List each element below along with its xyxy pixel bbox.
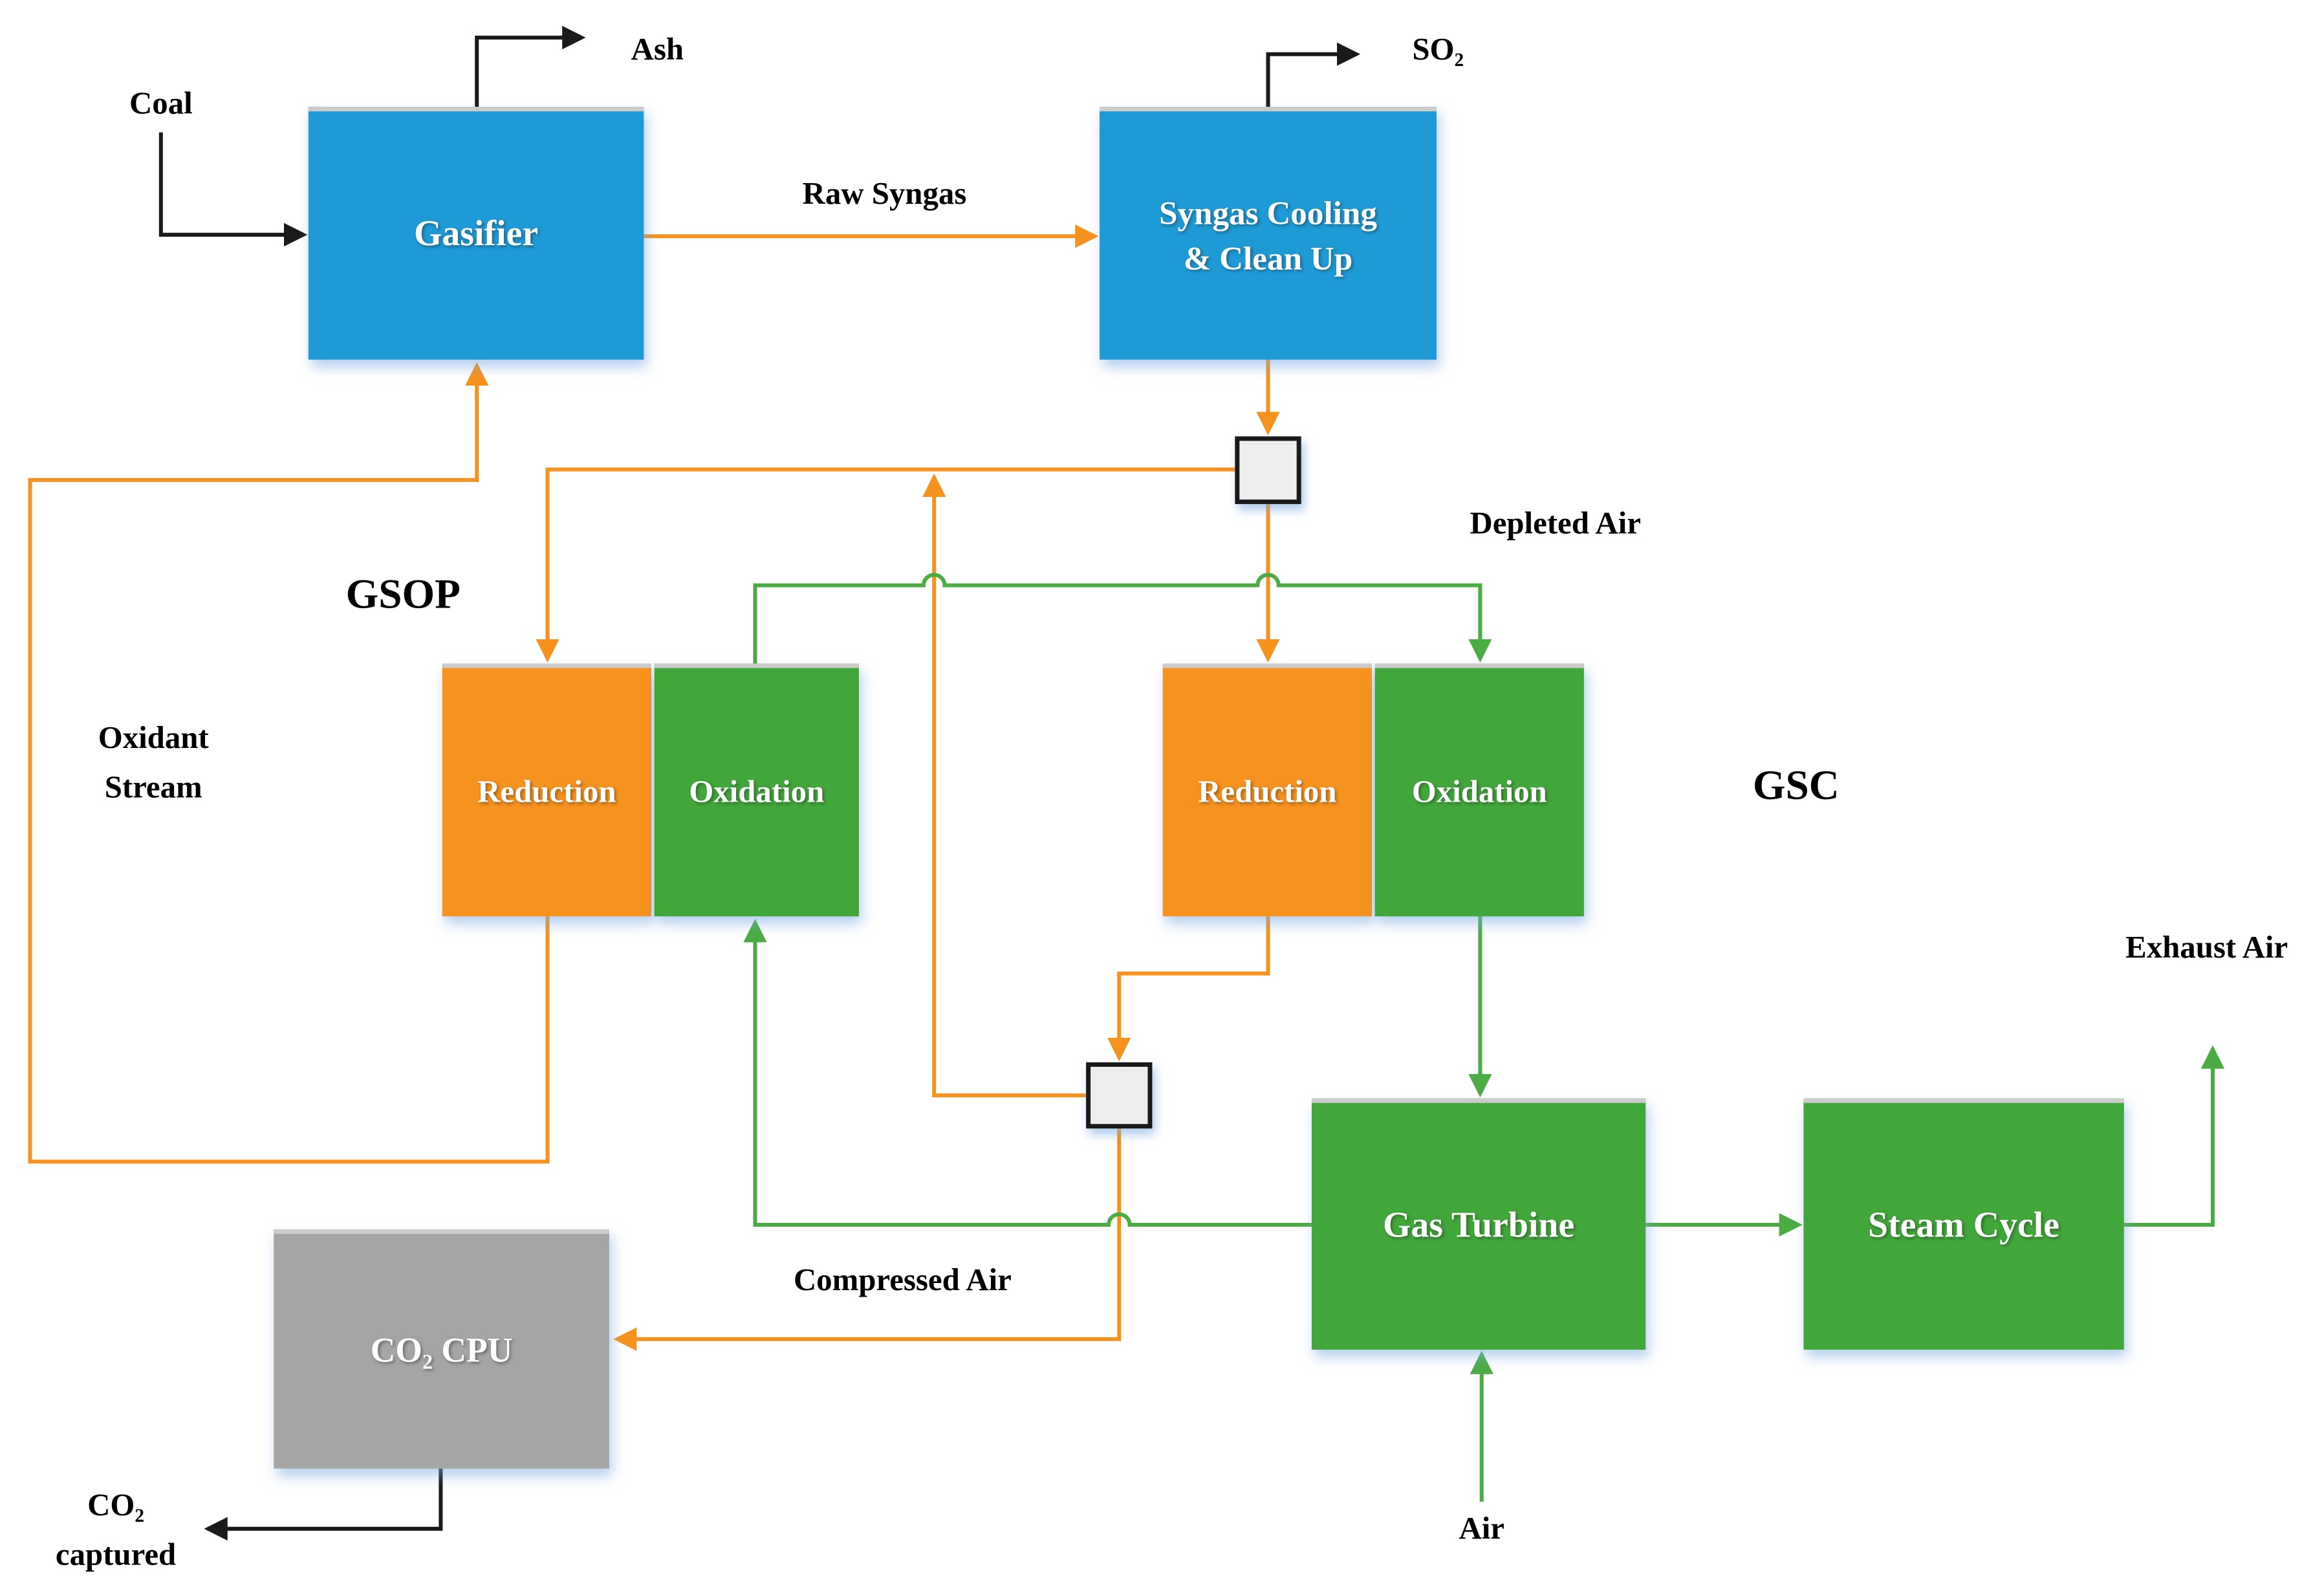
gsc-reduction-label: Reduction	[1198, 773, 1337, 810]
gsc-oxidation-box: Oxidation	[1374, 663, 1584, 917]
connector-splitter2-to-co2-cpu	[613, 1128, 1122, 1351]
coal-label: Coal	[129, 85, 193, 122]
steam-cycle-box: Steam Cycle	[1803, 1098, 2124, 1350]
co2-captured-label: CO₂ captured	[55, 1486, 177, 1573]
connector-splitter2-recycle-up	[922, 473, 1087, 1098]
compressed-air-label: Compressed Air	[793, 1262, 1012, 1298]
co2-cpu-label: CO₂ CPU	[370, 1332, 513, 1370]
connector-oxidant-stream-loop	[28, 362, 550, 1164]
connector-coal-to-gasifier	[158, 132, 308, 247]
splitter-junction-2	[1086, 1062, 1153, 1129]
steam-cycle-label: Steam Cycle	[1868, 1205, 2060, 1245]
connector-cpu-to-co2-captured	[204, 1468, 443, 1541]
gsop-oxidation-box: Oxidation	[654, 663, 859, 917]
ash-label: Ash	[631, 30, 684, 67]
connector-gsc-reduction-to-splitter2	[1107, 916, 1270, 1062]
depleted-air-label: Depleted Air	[1470, 505, 1641, 542]
air-label: Air	[1459, 1509, 1504, 1546]
gas-turbine-box: Gas Turbine	[1311, 1098, 1646, 1350]
connector-depleted-air	[753, 573, 1492, 664]
gasifier-box: Gasifier	[308, 107, 644, 360]
connector-syngascooling-to-so2	[1266, 42, 1361, 107]
gas-turbine-label: Gas Turbine	[1382, 1205, 1575, 1245]
gsc-oxidation-label: Oxidation	[1411, 773, 1547, 810]
gsc-label: GSC	[1752, 763, 1840, 810]
connector-steam-cycle-to-exhaust	[2123, 1045, 2225, 1227]
connector-compressed-air	[743, 919, 1312, 1227]
gsop-reduction-box: Reduction	[442, 663, 651, 917]
gsop-oxidation-label: Oxidation	[689, 773, 825, 810]
raw-syngas-label: Raw Syngas	[802, 175, 967, 212]
gsop-label: GSOP	[345, 571, 461, 619]
connector-splitter1-to-gsop-reduction	[536, 467, 1235, 663]
gsc-reduction-box: Reduction	[1162, 663, 1372, 917]
exhaust-air-label: Exhaust Air	[2125, 929, 2288, 965]
splitter-junction-1	[1235, 436, 1301, 505]
syngas-cooling-label: Syngas Cooling & Clean Up	[1158, 193, 1377, 276]
gsop-reduction-label: Reduction	[477, 773, 616, 810]
syngas-cooling-box: Syngas Cooling & Clean Up	[1100, 107, 1437, 360]
gasifier-label: Gasifier	[413, 215, 539, 255]
so2-label: SO₂	[1412, 30, 1464, 67]
co2-cpu-box: CO₂ CPU	[274, 1229, 609, 1469]
connector-gasifier-to-ash	[475, 26, 586, 107]
oxidant-stream-label: Oxidant Stream	[98, 719, 209, 806]
